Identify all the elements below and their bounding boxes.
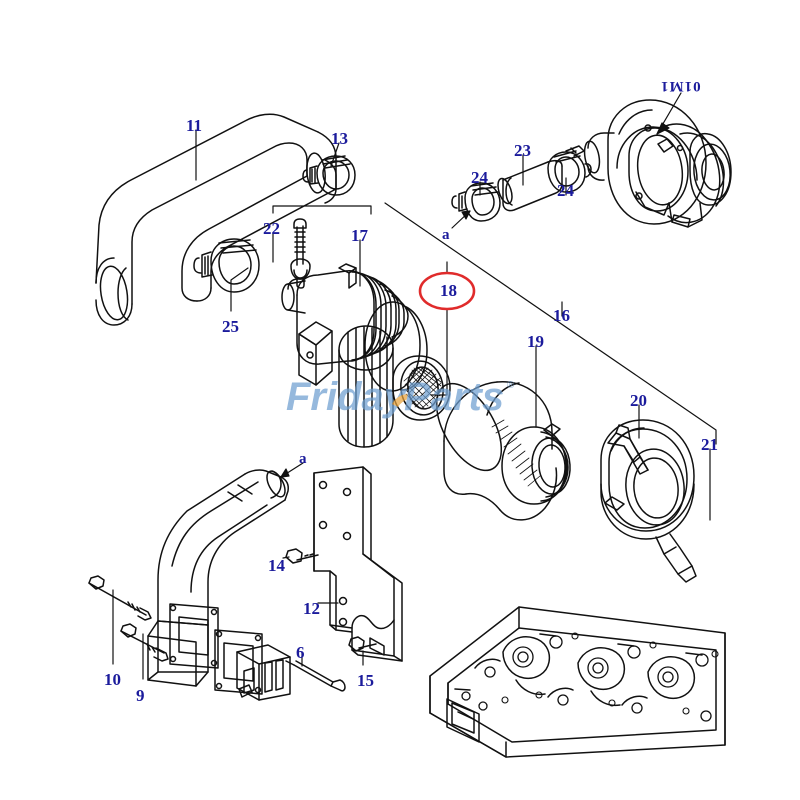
clamp-24-left-shape [451,182,501,222]
connector-pipe-23-shape [497,159,563,212]
turbocharger-shape [583,99,732,228]
callout-6: 6 [296,643,305,662]
callout-22: 22 [263,219,280,238]
callout-a-top: a [442,227,450,243]
callout-23: 23 [514,141,531,160]
callout-25: 25 [222,317,239,336]
highlight-ellipse-18 [418,271,476,311]
callout-24-right: 24 [557,181,574,200]
cylinder-head-shape [429,606,726,758]
callout-18: 18 [440,281,457,300]
small-block-shape [236,644,291,701]
callout-11: 11 [186,116,203,135]
bolt-14-shape [285,548,319,564]
bolt-15-shape [348,636,377,652]
bolt-9-shape [120,623,169,662]
bolt-10-shape [88,575,152,621]
callout-19: 19 [527,332,544,351]
callout-turbo-code: 01M1 [660,78,701,94]
filter-element-19-shape [435,381,571,521]
callout-9: 9 [136,686,145,705]
support-rod-6-shape [285,660,346,692]
leader-lines [112,92,717,680]
clamp-25-shape [193,238,260,293]
callout-14: 14 [268,556,285,575]
callout-20: 20 [630,391,647,410]
mounting-bracket-12-shape [313,466,403,662]
air-cleaner-housing-17-shape [281,263,451,448]
callout-13: 13 [331,129,348,148]
dust-cup-21-shape [600,419,697,583]
air-duct-elbow-shape [147,469,289,687]
callout-a-mid: a [299,451,307,467]
clamp-24-right-shape [547,145,592,193]
callout-17: 17 [351,226,368,245]
callout-16: 16 [553,306,570,325]
callout-10: 10 [104,670,121,689]
callout-24-left: 24 [471,168,488,187]
callout-12: 12 [303,599,320,618]
indicator-22-shape [290,218,311,289]
callout-15: 15 [357,671,374,690]
callout-21: 21 [701,435,718,454]
gasket-plate-shape [214,629,263,695]
